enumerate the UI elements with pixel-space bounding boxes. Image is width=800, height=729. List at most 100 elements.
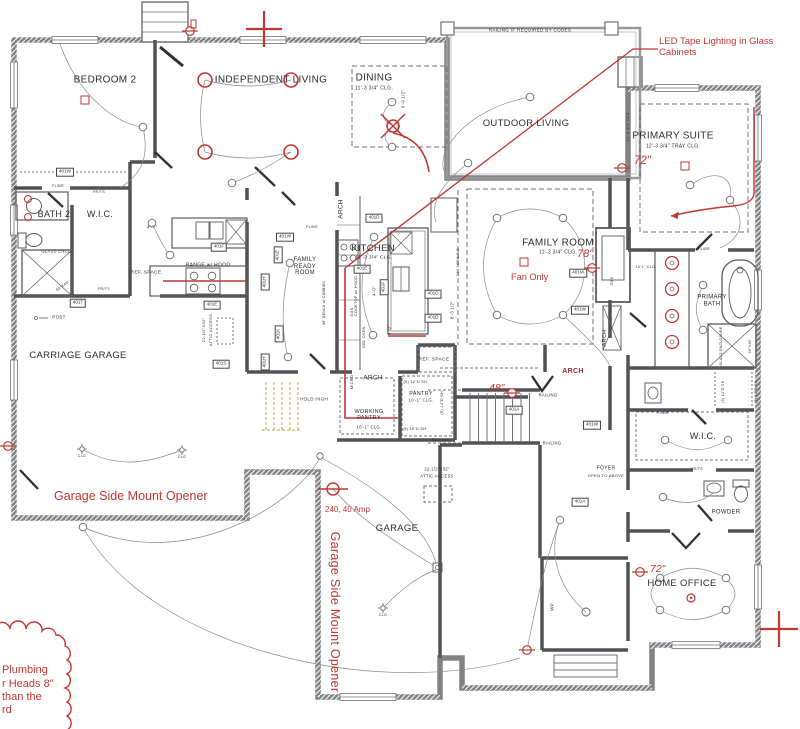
shelves-12-label-pantry: (5) 12"D SH. [403, 379, 429, 384]
tag-401w-2: 401W [275, 232, 295, 242]
cloud-note-line3: than the [2, 691, 42, 703]
attic-access-label-left: ATTIC ACCESS [207, 313, 213, 347]
tag-401e-3: 401E [273, 246, 283, 264]
doors [19, 45, 713, 550]
tag-401h-1: 401H [260, 273, 270, 291]
hold-high-label: HOLD HIGH [299, 396, 329, 402]
room-label-primary-bath: PRIMARY BATH [697, 294, 727, 307]
tag-401h-2: 401H [260, 353, 270, 371]
note-height-48: 48" [489, 382, 505, 394]
glass-enclosure-label-primary: GLASS ENCLOSURE [719, 326, 724, 366]
wp-label: WP [549, 603, 555, 611]
tag-401w-1: 401W [55, 167, 75, 177]
arch-label-kitchen-bottom: ARCH [363, 374, 383, 382]
tag-401c: 401C [424, 289, 442, 299]
dim-4-0-a: 4'-0" [371, 286, 377, 296]
tag-401f-2: 401F [379, 278, 389, 296]
railing-label-2: RAILING [542, 440, 562, 446]
room-label-wic-right: W.I.C. [689, 431, 717, 442]
shelves-16-label-pantry: (5) 16"D SH. [402, 426, 428, 431]
note-240-40-amp: 240, 40 Amp [325, 505, 370, 514]
room-label-home-office: HOME OFFICE [647, 577, 717, 589]
room-label-foyer: FOYER [596, 465, 616, 472]
dashed-ceilings [20, 65, 753, 503]
attic-access-label-garage: ATTIC ACCESS [420, 473, 454, 479]
attic-access-size-garage: 22-1/2"X32" [424, 466, 450, 472]
foyer-sub-note: OPEN TO ABOVE [587, 472, 625, 478]
shower-size-label-primary: 66"X48" [748, 338, 753, 354]
tag-401f-1: 401F [210, 242, 228, 252]
gas-label-fireplace: GAS [609, 276, 614, 286]
red-annotations [0, 11, 798, 729]
dim-4-0-b: 4'-0" [386, 325, 392, 335]
flbr-label-2: FL/BR [306, 225, 318, 230]
tag-401m: 401M [569, 268, 587, 278]
chimney [141, 1, 643, 88]
dim-8-3-5: 8'-3 1/2" [449, 300, 455, 320]
clg-fan-label-3: CLG [378, 613, 388, 618]
room-label-independent-living: INDEPENDENT LIVING [214, 74, 328, 86]
ceiling-lights [76, 92, 735, 615]
cloud-note-line4: rd [2, 704, 12, 716]
family-room-ceiling-note: 11'-3 3/4" CLG. [538, 249, 578, 256]
flbr-label-3: FL/BR [698, 247, 710, 252]
tag-401a-2: 401A [571, 497, 589, 507]
frts-label-2: FR/TS [98, 287, 110, 292]
tag-401d-1: 401D [365, 213, 383, 223]
tag-401e-2: 401E [353, 264, 371, 274]
room-label-primary-suite: PRIMARY SUITE [632, 130, 714, 142]
primary-suite-ceiling-note: 12'-3 3/4" TRAY CLG. [645, 143, 701, 150]
dim-4-7: 4'-7" [147, 224, 157, 230]
tag-401e-1: 401E [203, 300, 221, 310]
dbl-oven-label: DBL OVEN [361, 326, 366, 348]
room-label-powder: POWDER [711, 509, 741, 516]
note-led-tape-lighting: LED Tape Lighting in Glass Cabinets [659, 36, 774, 59]
working-pantry-ceiling-note: 10'-1" CLG. [356, 424, 382, 430]
gas-label-kitchen: GAS [349, 307, 354, 317]
clg-fan-label-1: CLG [77, 454, 87, 459]
locker-dashed [262, 382, 300, 431]
flbr-label-4: FL/BR [657, 411, 669, 416]
cooktop-hood-label: COOKTOP w/ HOOD [353, 275, 358, 317]
room-label-outdoor-living: OUTDOOR LIVING [482, 117, 570, 129]
room-label-dining: DINING [355, 72, 393, 84]
attic-access-size-left: 22-1/2"X32" [200, 317, 206, 343]
note-fan-only: Fan Only [511, 272, 549, 282]
room-label-garage: GARAGE [375, 522, 419, 534]
post-label: POST [52, 314, 66, 320]
room-label-bedroom2: BEDROOM 2 [73, 74, 137, 86]
tag-401t: 401T [69, 298, 87, 308]
frts-label-1: FR/TS [93, 190, 105, 195]
bench-cubbies-label: 48" BENCH w/ CUBBIES [322, 281, 327, 325]
flbr-label-1: FL/BR [52, 184, 64, 189]
tag-401w-3: 401W [570, 305, 590, 315]
arch-label-kitchen-left: ARCH [337, 199, 345, 219]
micro-label: MICRO [349, 374, 354, 390]
outdoor-living-railing [440, 21, 642, 180]
tag-401d-2: 401D [424, 313, 442, 323]
cloud-note-line2: r Heads 8" [2, 678, 54, 690]
ceiling-10-label: 10'1" CEILING [455, 247, 460, 277]
tag-401k: 401K [274, 325, 284, 343]
shelves-12-label-hall-a: (5) 12"D SH. [721, 379, 726, 403]
ref-space-label-left: REF. SPACE [130, 270, 162, 276]
room-label-pantry: PANTRY [409, 390, 433, 397]
room-label-carriage-garage: CARRIAGE GARAGE [29, 349, 127, 361]
shelves-14-label-pantry: (5) 14"D SH. [439, 389, 444, 415]
room-label-family-room: FAMILY ROOM [522, 237, 594, 249]
note-garage-opener-horizontal: Garage Side Mount Opener [54, 489, 208, 503]
kitchen-ceiling-note: 11'-3 3/4" CLG. [355, 255, 393, 261]
railing-label-3: RAILING [431, 437, 451, 443]
ref-space-label-right: REF. SPACE [418, 357, 450, 363]
stairs [469, 393, 618, 678]
note-height-72-primary: 72" [634, 155, 651, 167]
clg-10-label: 10'1" CLG. [635, 264, 657, 269]
dining-ceiling-note: 11'-3 3/4" CLG. [354, 85, 394, 92]
arch-label-family-right: ARCH [601, 329, 608, 347]
clg-fan-label-2: CLG [177, 455, 187, 460]
shelves-12-label-hall-b: (5) 12"D SH. [754, 379, 759, 403]
room-label-bath2: BATH 2 [37, 209, 71, 220]
frts-label-3: FR/TS [691, 467, 703, 472]
